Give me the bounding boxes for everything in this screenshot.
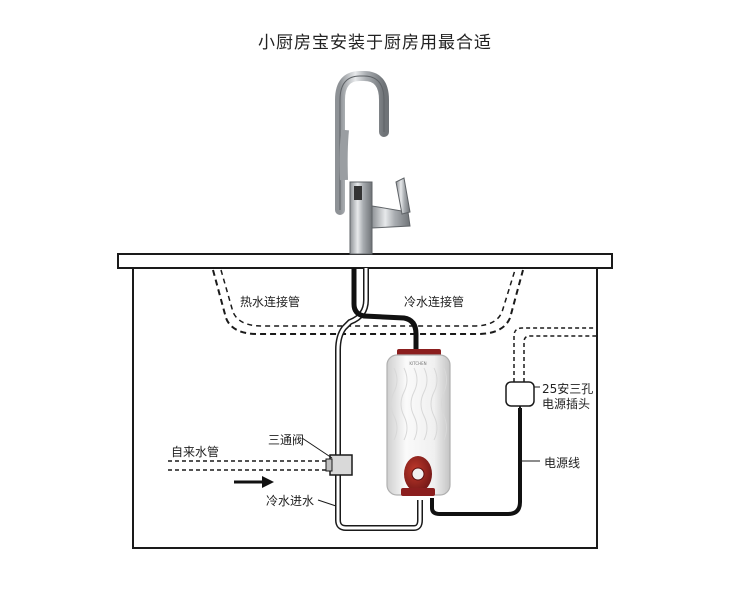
label-power-cord: 电源线 bbox=[544, 456, 581, 470]
label-socket-line2: 电源插头 bbox=[542, 397, 591, 411]
water-heater: KITCHEN bbox=[386, 349, 451, 496]
socket-wire bbox=[513, 327, 597, 382]
countertop bbox=[117, 253, 613, 269]
power-cord bbox=[430, 408, 522, 516]
heater-brand: KITCHEN bbox=[409, 361, 426, 366]
cold-pipe bbox=[335, 268, 423, 531]
label-tee-valve: 三通阀 bbox=[268, 433, 305, 447]
label-socket-line1: 25安三孔 bbox=[542, 382, 594, 396]
label-tap-water: 自来水管 bbox=[171, 445, 220, 459]
power-plug bbox=[505, 381, 535, 410]
hot-pipe bbox=[351, 268, 419, 352]
faucet bbox=[335, 71, 411, 255]
label-cold-pipe: 冷水连接管 bbox=[404, 295, 465, 309]
tap-water-line bbox=[168, 460, 330, 471]
flow-arrow-icon bbox=[234, 476, 274, 488]
label-cold-inlet: 冷水进水 bbox=[266, 494, 315, 508]
page-title: 小厨房宝安装于厨房用最合适 bbox=[258, 33, 492, 53]
tee-valve bbox=[325, 454, 353, 476]
label-hot-pipe: 热水连接管 bbox=[240, 295, 301, 309]
